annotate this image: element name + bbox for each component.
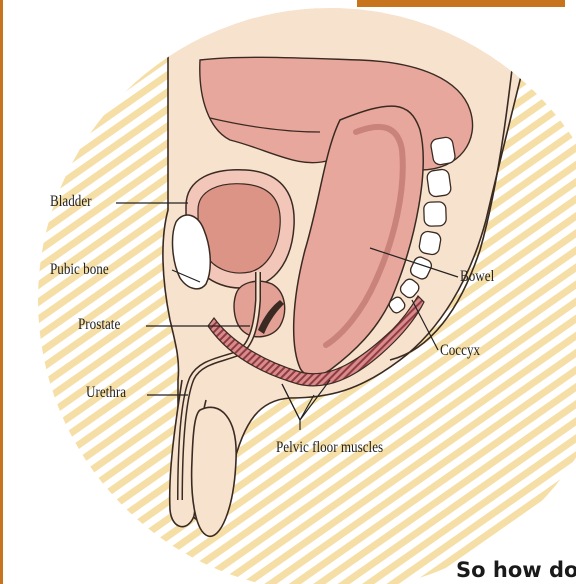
label-bowel: Bowel: [460, 268, 494, 286]
label-pelvic-floor-muscles: Pelvic floor muscles: [276, 439, 383, 457]
label-coccyx: Coccyx: [440, 342, 480, 360]
label-prostate: Prostate: [78, 316, 120, 334]
label-urethra: Urethra: [86, 384, 126, 402]
caption-text: So how do: [456, 556, 576, 584]
label-pubic-bone: Pubic bone: [50, 261, 109, 279]
label-bladder: Bladder: [50, 193, 92, 211]
